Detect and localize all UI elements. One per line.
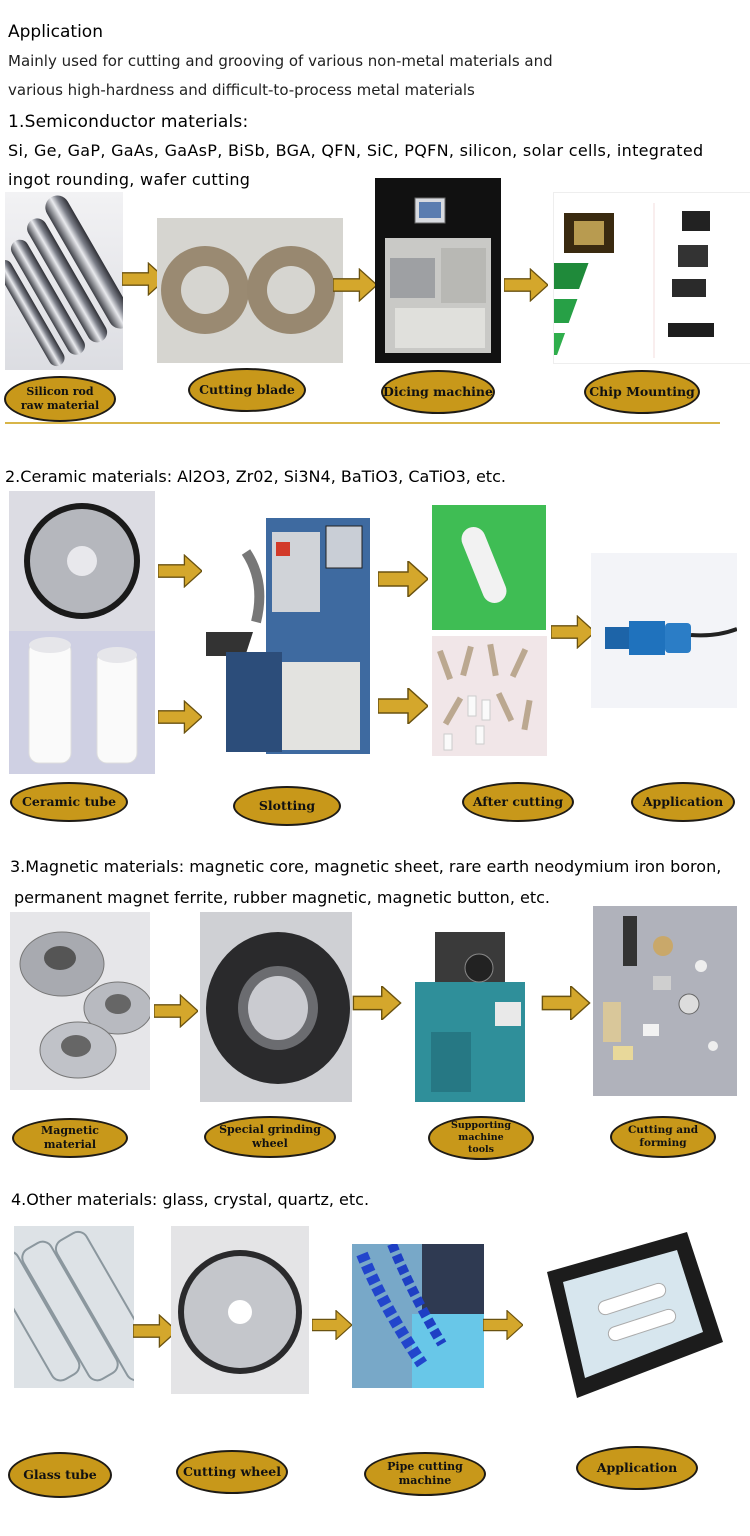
dicing-machine-photo [375, 178, 501, 363]
arrow-right-icon [541, 986, 591, 1020]
semiconductor-materials-line-1: Si, Ge, GaP, GaAs, GaAsP, BiSb, BGA, QFN… [8, 141, 704, 160]
chip-mounting-label: Chip Mounting [584, 370, 700, 414]
ceramic-tube-photo [9, 631, 155, 774]
special-grinding-wheel-label: Special grinding wheel [204, 1116, 336, 1158]
arrow-right-icon [378, 688, 428, 724]
arrow-right-icon [483, 1310, 523, 1340]
cut-ceramic-part-photo [432, 505, 546, 630]
ceramic-section-title: 2.Ceramic materials: Al2O3, Zr02, Si3N4,… [5, 467, 506, 486]
section-divider [5, 422, 720, 424]
glass-tube-photo [14, 1226, 134, 1388]
application-heading: Application [8, 22, 103, 42]
magnetic-section-line-2: permanent magnet ferrite, rubber magneti… [14, 888, 550, 907]
semiconductor-section-title: 1.Semiconductor materials: [8, 112, 249, 132]
arrow-right-icon [352, 986, 402, 1020]
glass-tube-label: Glass tube [8, 1452, 112, 1498]
lamp-application-photo [537, 1232, 727, 1404]
cut-formed-parts-photo [593, 906, 737, 1096]
cut-ceramic-pins-photo [432, 636, 547, 756]
cutting-wheel-label: Cutting wheel [176, 1450, 288, 1494]
cutting-blade-photo [157, 218, 343, 363]
cutting-forming-label: Cutting and forming [610, 1116, 716, 1158]
description-line-2: various high-hardness and difficult-to-p… [8, 81, 475, 99]
semiconductor-materials-line-2: ingot rounding, wafer cutting [8, 170, 251, 189]
ceramic-disc-photo [9, 491, 155, 631]
arrow-right-icon [504, 268, 548, 302]
magnetic-material-photo [10, 912, 150, 1090]
magnetic-material-label: Magnetic material [12, 1118, 128, 1158]
grinding-wheel-photo [200, 912, 352, 1102]
arrow-right-icon [158, 700, 202, 734]
pipe-cutting-machine-photo [352, 1244, 484, 1388]
arrow-right-icon [312, 1310, 352, 1340]
ceramic-application-label: Application [631, 782, 735, 822]
dicing-machine-label: Dicing machine [381, 370, 495, 414]
silicon-rod-photo [5, 192, 123, 370]
other-materials-section-title: 4.Other materials: glass, crystal, quart… [11, 1190, 370, 1209]
description-line-1: Mainly used for cutting and grooving of … [8, 52, 553, 70]
supporting-machine-tool-photo [405, 912, 535, 1110]
cutting-wheel-photo [171, 1226, 309, 1394]
magnetic-section-title: 3.Magnetic materials: magnetic core, mag… [10, 857, 722, 876]
slotting-label: Slotting [233, 786, 341, 826]
arrow-right-icon [158, 554, 202, 588]
cutting-blade-label: Cutting blade [188, 368, 306, 412]
arrow-right-icon [154, 994, 198, 1028]
fiber-connector-photo [591, 553, 737, 708]
other-application-label: Application [576, 1446, 698, 1490]
arrow-right-icon [378, 561, 428, 597]
arrow-right-icon [551, 615, 595, 649]
slotting-machine-photo [206, 512, 374, 760]
ceramic-tube-label: Ceramic tube [10, 782, 128, 822]
after-cutting-label: After cutting [462, 782, 574, 822]
arrow-right-icon [333, 268, 377, 302]
chip-mounting-photo [553, 192, 750, 364]
